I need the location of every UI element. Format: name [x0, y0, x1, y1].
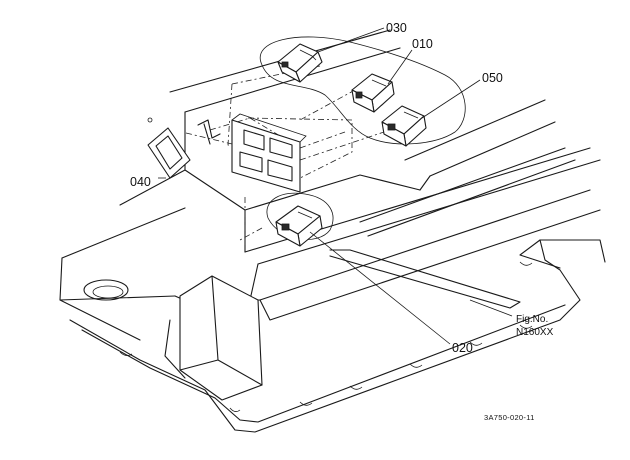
callout-030: 030 [386, 21, 407, 35]
leader-lines [158, 27, 513, 345]
figure-number-label: Fig.No. [516, 314, 548, 325]
bracket-lead [185, 132, 233, 145]
callout-050: 050 [482, 71, 503, 85]
switch-part-020 [275, 205, 323, 247]
housing-outline [59, 29, 606, 433]
bezel-part-040 [147, 127, 191, 179]
switch-part-050 [381, 105, 427, 147]
drawing-reference-code: 3A750-020-11 [484, 413, 535, 422]
switch-part-010 [351, 73, 395, 113]
switch-group-outline [259, 36, 466, 145]
callout-040: 040 [130, 175, 151, 189]
callout-010: 010 [412, 37, 433, 51]
callout-020: 020 [452, 341, 473, 355]
bracket-clip [197, 119, 221, 145]
figure-number-value: N160XX [516, 327, 554, 338]
switch-part-030 [277, 43, 323, 83]
mounting-frame [231, 113, 307, 193]
